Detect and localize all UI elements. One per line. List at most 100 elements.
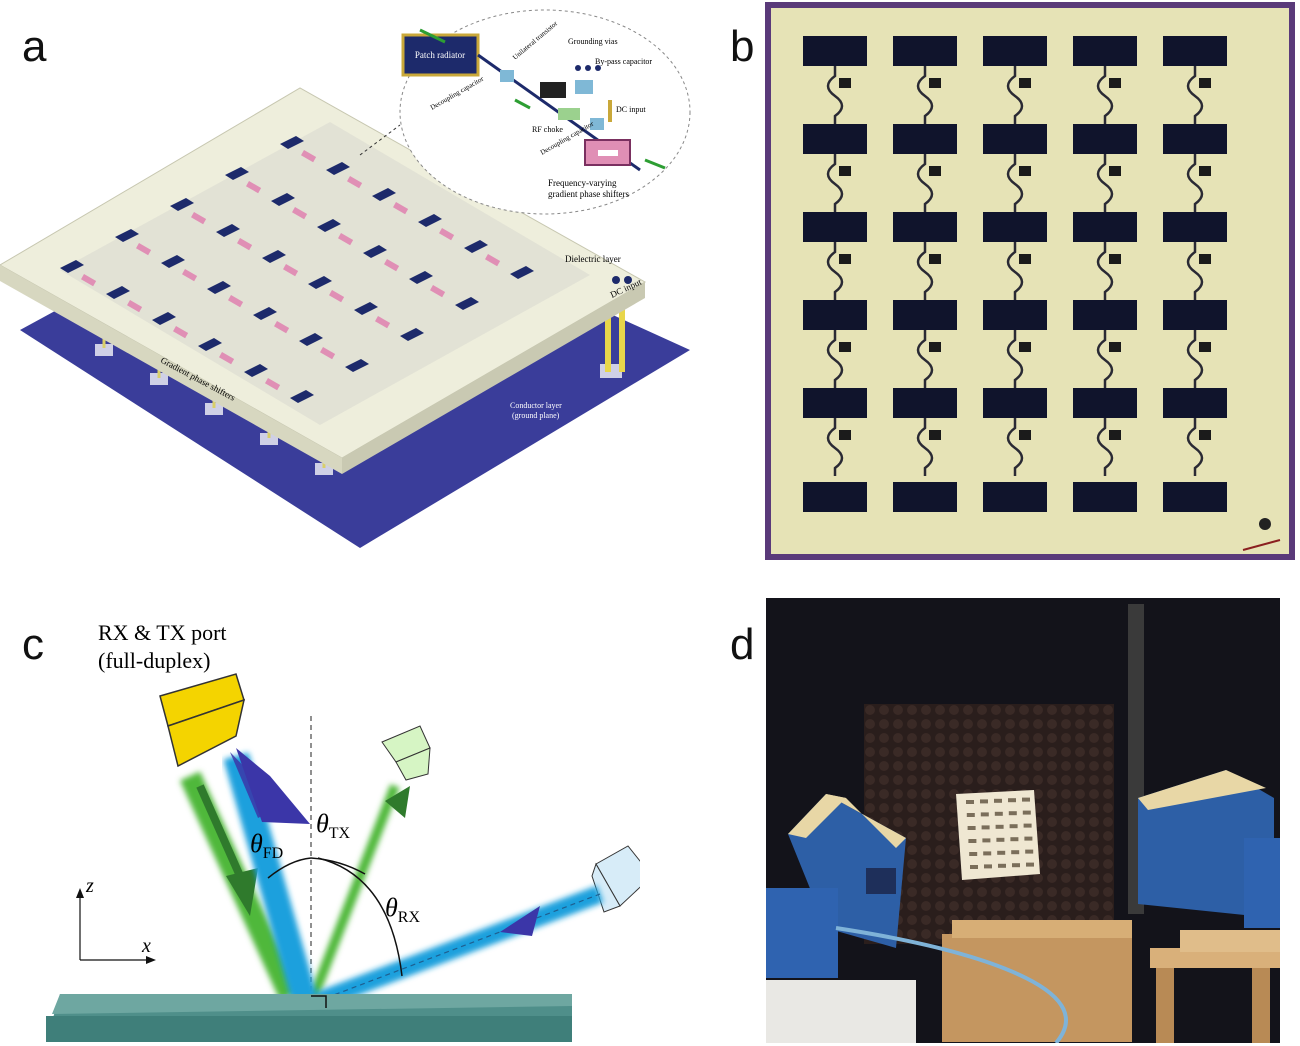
panel-label-d: d <box>730 620 755 669</box>
patch-radiator <box>280 136 304 149</box>
left-horn-antenna <box>766 794 906 978</box>
phase-shifter <box>439 227 455 241</box>
board-trace <box>1006 66 1024 124</box>
board-trace <box>1006 154 1024 212</box>
panel-label-a: a <box>22 22 47 71</box>
board-trace <box>1096 154 1114 212</box>
patch-radiator <box>207 281 231 294</box>
board-trace <box>1186 418 1204 476</box>
patch-radiator <box>106 286 130 299</box>
port-label-line1: RX & TX port <box>98 620 227 645</box>
board-amplifier <box>929 430 941 440</box>
board-trace <box>916 154 934 212</box>
board-amplifier <box>1199 430 1211 440</box>
board-patch <box>1073 212 1137 242</box>
phase-shifter <box>172 326 189 339</box>
phase-shifter <box>237 238 253 251</box>
metasurface-slab <box>46 994 572 1042</box>
patch-radiator <box>152 312 176 325</box>
board-amplifier <box>839 166 851 176</box>
board-patch <box>1073 482 1137 512</box>
board-patch <box>803 36 867 66</box>
board-amplifier <box>1109 342 1121 352</box>
board-trace <box>1096 330 1114 388</box>
inset-grounding-vias: Grounding vias <box>568 37 618 46</box>
board-patch <box>1073 300 1137 330</box>
phase-shifter <box>81 274 97 287</box>
board-patch <box>1163 300 1227 330</box>
board-patch <box>803 388 867 418</box>
board-patch <box>893 212 957 242</box>
phase-shifter <box>135 243 152 256</box>
board-amplifier <box>1109 254 1121 264</box>
patch-radiator <box>60 260 84 273</box>
patch-radiator <box>299 333 323 346</box>
rx-tx-horn <box>159 673 246 768</box>
board-patch <box>983 124 1047 154</box>
axis-z-label: z <box>85 875 94 897</box>
phase-shifter <box>246 181 262 194</box>
phase-shifter <box>301 149 317 163</box>
panel-label-c: c <box>22 620 44 669</box>
board-patch <box>893 482 957 512</box>
port-label-line2: (full-duplex) <box>98 648 210 673</box>
absorber-panel <box>864 704 1114 944</box>
board-patch <box>1163 482 1227 512</box>
board-patch <box>893 124 957 154</box>
board-amplifier <box>839 430 851 440</box>
board-trace <box>826 66 844 124</box>
phase-shifter <box>292 207 308 220</box>
patch-radiator <box>317 219 341 232</box>
panel-a-schematic: Patch radiator Unilateral transistor Gro… <box>0 9 691 548</box>
patch-radiator <box>115 229 139 242</box>
board-trace <box>1006 330 1024 388</box>
phase-shifter <box>265 377 281 391</box>
inset-dc-input: DC input <box>616 105 646 114</box>
axis-x-label: x <box>141 935 151 957</box>
board-trace <box>1186 66 1204 124</box>
theta-fd-label: θFD <box>250 829 283 862</box>
coax-cable <box>835 926 1068 1043</box>
fr4-board <box>771 8 1289 554</box>
patch-radiator <box>290 390 314 403</box>
board-trace <box>916 330 934 388</box>
board-amplifier <box>1199 78 1211 88</box>
phase-shifter <box>283 263 299 277</box>
phase-shifter <box>329 290 345 303</box>
patch-radiator <box>253 307 277 320</box>
patch-radiator <box>326 162 350 175</box>
board-amplifier <box>1019 430 1031 440</box>
inset-freq-varying-1: Frequency-varying <box>548 178 617 188</box>
patch-radiator <box>354 302 378 315</box>
board-patch <box>893 36 957 66</box>
phase-shifter <box>393 202 409 215</box>
patch-radiator <box>510 266 534 279</box>
inset-freq-varying-2: gradient phase shifters <box>548 189 629 199</box>
inset-patch-radiator: Patch radiator <box>415 50 465 60</box>
patch-radiator <box>198 338 222 351</box>
board-amplifier <box>929 166 941 176</box>
patch-radiator <box>225 167 249 180</box>
phase-shifter <box>274 321 290 334</box>
dielectric-layer-label: Dielectric layer <box>565 254 621 264</box>
board-trace <box>826 330 844 388</box>
board-patch-grid <box>803 36 1227 512</box>
panel-label-b: b <box>730 22 755 71</box>
board-patch <box>1073 388 1137 418</box>
wooden-stands <box>942 920 1280 1043</box>
board-patch <box>1163 388 1227 418</box>
board-patch <box>983 300 1047 330</box>
board-trace <box>1186 330 1204 388</box>
phase-shifter <box>219 352 235 365</box>
phase-shifter <box>430 285 446 298</box>
board-trace <box>826 418 844 476</box>
board-patch <box>1163 124 1227 154</box>
phase-shifter <box>485 254 501 267</box>
board-amplifier <box>839 78 851 88</box>
board-amplifier <box>1019 166 1031 176</box>
board-patch <box>803 482 867 512</box>
patch-radiator <box>464 240 488 253</box>
board-patch <box>803 300 867 330</box>
board-amplifier <box>1109 430 1121 440</box>
phase-shifter <box>228 295 244 308</box>
